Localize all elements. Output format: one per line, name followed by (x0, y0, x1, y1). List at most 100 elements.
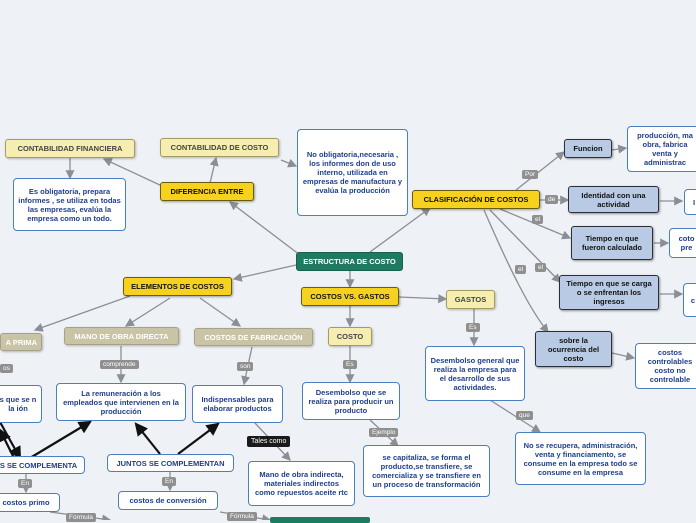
gastos-text: GASTOS (454, 295, 487, 304)
costo-description-text: No obligatoria,necesaria , los informes … (302, 150, 403, 195)
clasificacion-text: CLASIFICACIÓN DE COSTOS (423, 195, 529, 204)
central-topic[interactable]: ESTRUCTURA DE COSTO (296, 252, 403, 271)
costo-conversion-node[interactable]: costos de conversión (118, 491, 218, 510)
label-que: que (516, 411, 533, 420)
materia-prima-description-text: s que se n la ión (0, 395, 37, 413)
connector (369, 207, 432, 253)
costos-fabricacion-description-text: Indispensables para elaborar productos (201, 395, 274, 413)
connector (124, 297, 171, 327)
gasto-definition[interactable]: Desembolso general que realiza la empres… (425, 346, 525, 401)
connector (398, 294, 448, 304)
ejemplo-description[interactable]: se capitaliza, se forma el producto,se t… (363, 445, 490, 497)
costo-primo-node[interactable]: costos primo (0, 493, 60, 512)
label-formula: Fórmula (227, 512, 257, 521)
costos-vs-gastos-text: COSTOS VS. GASTOS (310, 292, 390, 301)
diferencia-entre-text: DIFERENCIA ENTRE (170, 187, 244, 196)
ocurrencia-text: sobre la ocurrencia del costo (547, 335, 600, 363)
label-en: En (18, 479, 32, 488)
tiempo-carga-description[interactable]: c (683, 283, 696, 317)
ejemplo-description-text: se capitaliza, se forma el producto,se t… (372, 453, 481, 489)
connector (0, 421, 22, 460)
tiempo-carga-node[interactable]: Tiempo en que se carga o se enfrentan lo… (559, 275, 659, 310)
costo-definition[interactable]: Desembolso que se realiza para producir … (302, 382, 400, 420)
contabilidad-financiera-text: CONTABILIDAD FINANCIERA (17, 144, 123, 153)
identidad-node[interactable]: Identidad con una actividad (568, 186, 659, 213)
financiera-description-text: Es obligatoria, prepara informes , se ut… (18, 186, 121, 223)
contabilidad-financiera-node[interactable]: CONTABILIDAD FINANCIERA (5, 139, 135, 158)
gasto-que-description-text: No se recupera, administración, venta y … (523, 440, 638, 477)
materia-prima-text: A PRIMA (5, 337, 37, 347)
mano-obra-description-text: La remuneración a los empleados que inte… (63, 388, 179, 416)
mano-obra-description[interactable]: La remuneración a los empleados que inte… (56, 383, 186, 421)
label-el: el (532, 215, 544, 224)
connector (209, 156, 219, 184)
funcion-description[interactable]: producción, ma obra, fabrica venta y adm… (627, 126, 696, 172)
tiempo-carga-description-text: c (690, 295, 696, 305)
costo-primo-text: costos primo (2, 498, 50, 507)
connector (515, 151, 566, 191)
connector (228, 201, 301, 256)
costo-description[interactable]: No obligatoria,necesaria , los informes … (297, 129, 408, 216)
se-complementa-text: S SE COMPLEMENTA (0, 460, 78, 470)
juntos-complementan-node[interactable]: JUNTOS SE COMPLEMENTAN (107, 454, 234, 472)
label-son: son (237, 362, 254, 371)
costos-fabricacion-description[interactable]: Indispensables para elaborar productos (192, 385, 283, 423)
costo-node[interactable]: COSTO (328, 327, 372, 346)
materia-prima-description[interactable]: s que se n la ión (0, 385, 42, 423)
costos-vs-gastos-node[interactable]: COSTOS VS. GASTOS (301, 287, 399, 306)
central-topic-text: ESTRUCTURA DE COSTO (303, 257, 396, 266)
contabilidad-costo-text: CONTABILIDAD DE COSTO (170, 143, 269, 152)
hidden-formula-node-edge (270, 517, 370, 523)
funcion-text: Funcion (573, 144, 603, 153)
costo-definition-text: Desembolso que se realiza para producir … (308, 387, 394, 415)
tiempo-fueron-node[interactable]: Tiempo en que fueron calculado (571, 226, 653, 260)
costos-fabricacion-text: COSTOS DE FABRICACIÓN (204, 332, 303, 342)
connector (280, 158, 298, 168)
label-comprende: comprende (100, 360, 139, 369)
funcion-description-text: producción, ma obra, fabrica venta y adm… (637, 131, 693, 167)
connector (489, 209, 561, 283)
elementos-text: ELEMENTOS DE COSTOS (131, 282, 224, 291)
ocurrencia-node[interactable]: sobre la ocurrencia del costo (535, 331, 612, 367)
mano-obra-directa-node[interactable]: MANO DE OBRA DIRECTA (64, 327, 179, 345)
tiempo-fueron-description[interactable]: coto pre (669, 228, 696, 258)
connector (33, 295, 131, 332)
tales-como-description-text: Mano de obra indirecta, materiales indir… (255, 470, 348, 497)
label-tales-como: Tales como (247, 436, 291, 447)
label-de: de (545, 195, 559, 204)
funcion-node[interactable]: Funcion (564, 139, 612, 158)
tiempo-carga-text: Tiempo en que se carga o se enfrentan lo… (566, 279, 652, 306)
elementos-node[interactable]: ELEMENTOS DE COSTOS (123, 277, 232, 296)
materia-prima-node[interactable]: A PRIMA (0, 333, 42, 351)
gasto-que-description[interactable]: No se recupera, administración, venta y … (515, 432, 646, 485)
clasificacion-node[interactable]: CLASIFICACIÓN DE COSTOS (412, 190, 540, 209)
connector (611, 144, 628, 154)
financiera-description[interactable]: Es obligatoria, prepara informes , se ut… (13, 178, 126, 231)
identidad-text: Identidad con una actividad (581, 190, 646, 209)
juntos-complementan-text: JUNTOS SE COMPLEMENTAN (116, 458, 225, 468)
label-formula: Fórmula (66, 513, 96, 522)
se-complementa-node[interactable]: S SE COMPLEMENTA (0, 456, 85, 474)
connector (611, 351, 636, 361)
connector (29, 420, 92, 459)
ocurrencia-description[interactable]: costos controlables costo no controlable (635, 343, 696, 389)
costos-fabricacion-node[interactable]: COSTOS DE FABRICACIÓN (194, 328, 313, 346)
identidad-description[interactable]: I (684, 189, 696, 215)
connector (489, 399, 542, 433)
costo-conversion-text: costos de conversión (129, 496, 207, 505)
connector (483, 209, 549, 334)
connector (232, 264, 297, 282)
ocurrencia-description-text: costos controlables costo no controlable (647, 348, 693, 384)
gasto-definition-text: Desembolso general que realiza la empres… (430, 355, 520, 392)
label-por: Por (522, 170, 539, 179)
tales-como-description[interactable]: Mano de obra indirecta, materiales indir… (248, 461, 355, 506)
identidad-description-text: I (692, 197, 696, 207)
label-el: el (535, 263, 547, 272)
tiempo-fueron-text: Tiempo en que fueron calculado (581, 234, 642, 252)
contabilidad-costo-node[interactable]: CONTABILIDAD DE COSTO (160, 138, 279, 157)
connector (102, 158, 163, 187)
diferencia-entre-node[interactable]: DIFERENCIA ENTRE (160, 182, 254, 201)
connector (177, 422, 220, 455)
gastos-node[interactable]: GASTOS (446, 290, 495, 309)
